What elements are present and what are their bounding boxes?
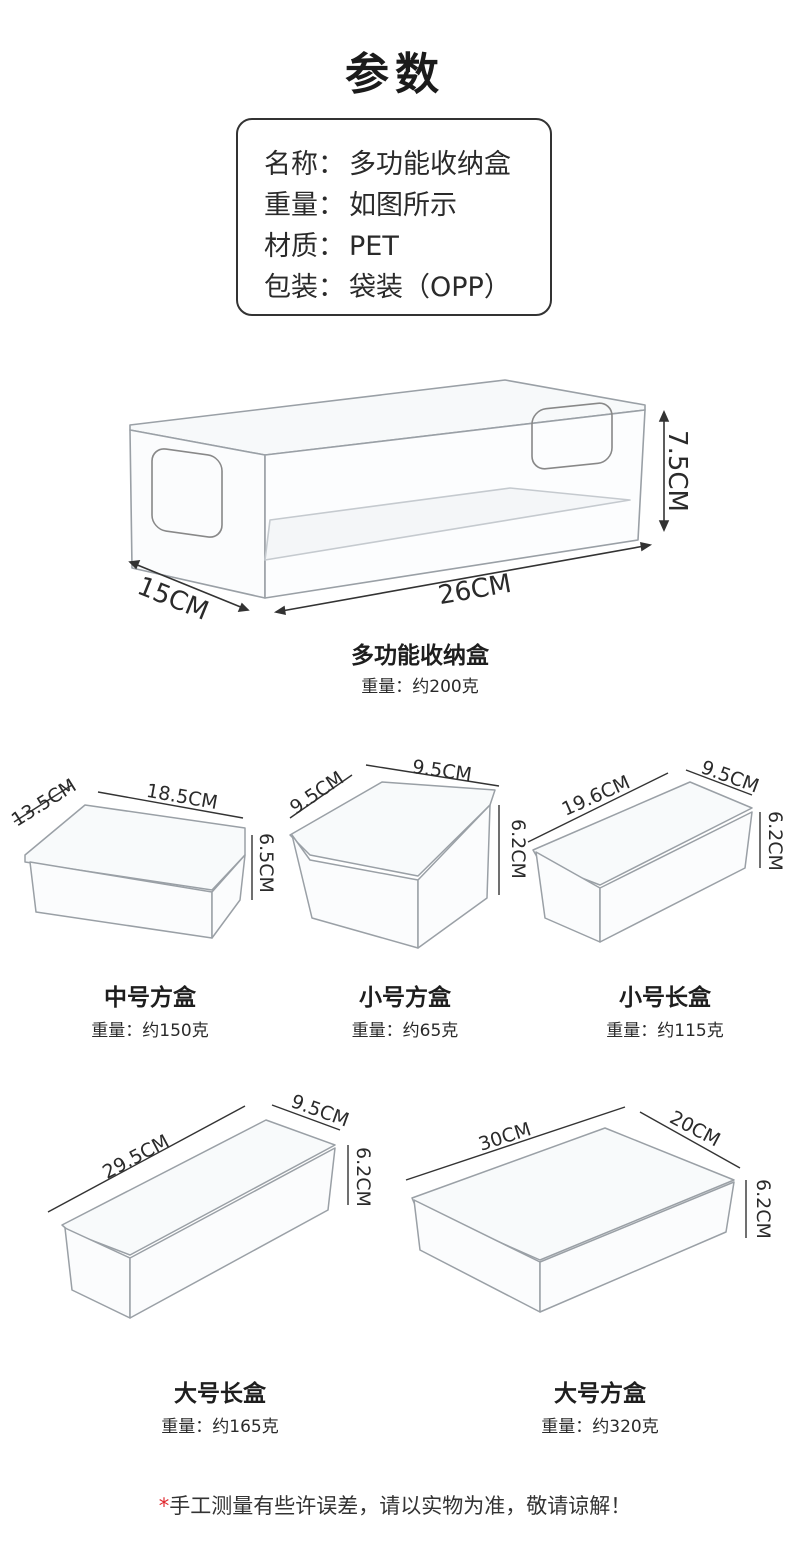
spec-row-weight: 重量：如图所示 <box>264 183 457 222</box>
spec-row-material: 材质：PET <box>264 224 399 263</box>
product-weight: 重量：约320克 <box>541 1417 659 1437</box>
spec-row-package: 包装：袋装（OPP） <box>264 265 511 304</box>
product-name: 小号方盒 <box>359 985 451 1011</box>
spec-value: 袋装（OPP） <box>349 272 511 303</box>
product-weight: 重量：约165克 <box>161 1417 279 1437</box>
dim-label-height: 6.2CM <box>751 1179 774 1239</box>
product-name: 大号长盒 <box>174 1381 266 1407</box>
product-name: 小号长盒 <box>619 985 711 1011</box>
product-weight: 重量：约115克 <box>606 1021 724 1041</box>
page-title: 参数 <box>345 49 445 100</box>
dim-label-height: 6.2CM <box>351 1147 374 1207</box>
spec-label: 重量： <box>264 190 345 221</box>
product-weight: 重量：约200克 <box>361 677 479 697</box>
product-name: 多功能收纳盒 <box>351 643 489 669</box>
product-name: 大号方盒 <box>554 1381 646 1407</box>
spec-box: 名称：多功能收纳盒 重量：如图所示 材质：PET 包装：袋装（OPP） <box>236 118 552 316</box>
spec-value: 多功能收纳盒 <box>349 149 511 180</box>
disclaimer-text: 手工测量有些许误差，请以实物为准，敬请谅解！ <box>169 1494 632 1518</box>
spec-value: 如图所示 <box>349 190 457 221</box>
product-weight: 重量：约150克 <box>91 1021 209 1041</box>
asterisk-mark: * <box>158 1494 170 1518</box>
spec-row-name: 名称：多功能收纳盒 <box>264 142 511 181</box>
product-weight: 重量：约65克 <box>351 1021 459 1041</box>
disclaimer-note: *手工测量有些许误差，请以实物为准，敬请谅解！ <box>0 1490 790 1520</box>
spec-label: 包装： <box>264 272 345 303</box>
spec-label: 名称： <box>264 149 345 180</box>
spec-label: 材质： <box>264 231 345 262</box>
product-name: 中号方盒 <box>104 985 196 1011</box>
spec-value: PET <box>349 231 399 262</box>
